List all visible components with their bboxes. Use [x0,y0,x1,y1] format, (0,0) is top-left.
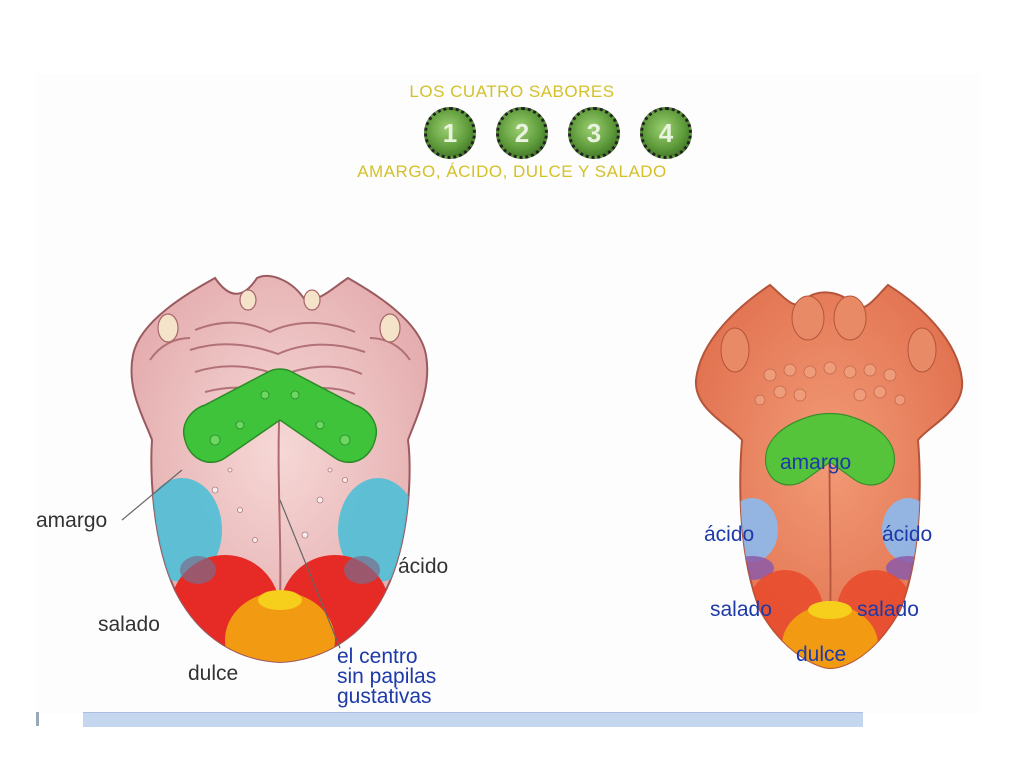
label-salado-right-left: salado [710,598,772,621]
label-centro-line2: sin papilas [337,665,437,688]
right-zone-acido-left [740,498,778,562]
page-title: LOS CUATRO SABORES [409,82,615,101]
label-dulce-right: dulce [796,643,847,666]
label-amargo-right: amargo [780,451,852,474]
window-edge [36,712,39,726]
label-centro: el centro sin papilas gustativas [337,645,437,708]
number-badge-2: 2 [496,107,548,159]
number-badge-1: 1 [424,107,476,159]
label-amargo-left: amargo [36,509,108,532]
left-zone-dulce [225,592,335,662]
number-badge-3: 3 [568,107,620,159]
left-tongue [121,275,429,664]
right-zone-amargo [765,412,895,486]
label-acido-left: ácido [398,555,449,578]
label-acido-right-left: ácido [704,523,755,546]
page-subtitle: AMARGO, ÁCIDO, DULCE Y SALADO [357,162,667,181]
right-zone-acido-right [882,498,920,562]
left-zone-acido-right [338,478,410,582]
left-zone-amargo [183,368,377,463]
number-badge-4: 4 [640,107,692,159]
horizontal-scrollbar[interactable] [83,712,863,727]
label-centro-line3: gustativas [337,685,432,708]
right-tongue [694,283,964,670]
label-salado-left: salado [98,613,160,636]
label-dulce-left: dulce [188,662,239,685]
label-acido-right-right: ácido [882,523,933,546]
label-centro-line1: el centro [337,645,418,668]
label-salado-right-right: salado [857,598,919,621]
